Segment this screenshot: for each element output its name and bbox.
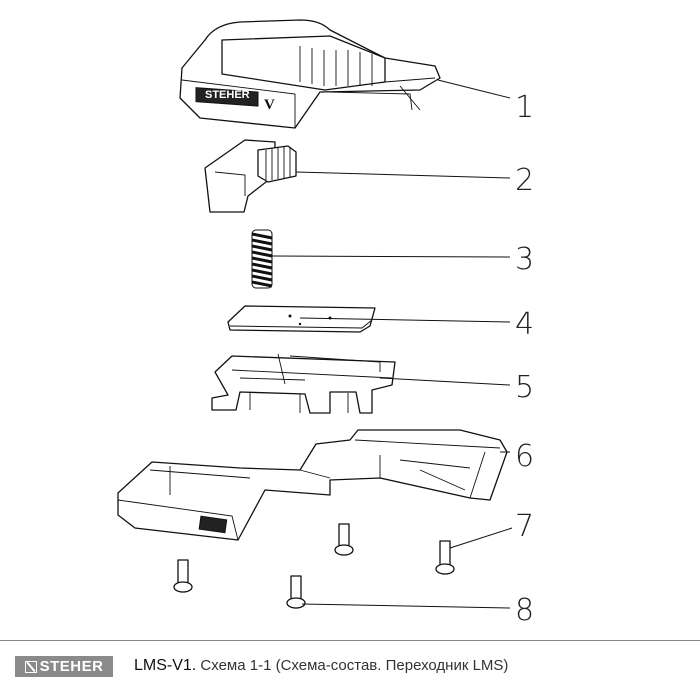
part-number-8: 8 [515,593,534,628]
screw [286,575,306,609]
part-number-2: 2 [515,163,534,198]
brand-name: STEHER [39,658,104,675]
caption-text: Схема 1-1 (Схема-состав. Переходник LMS) [196,657,509,674]
part-logo-text: STEHER [205,89,250,101]
part-5-frame [211,353,396,414]
footer-divider [0,640,700,641]
brand-logo: STEHER [15,656,113,677]
leader-lines [271,79,513,609]
screw [435,540,455,575]
part-number-4: 4 [515,307,534,342]
part-6-base [117,429,508,541]
part-number-6: 6 [515,439,534,474]
exploded-parts-diagram: STEHER V [117,19,534,628]
part-1-housing-top: STEHER V [179,19,441,129]
part-3-spring [251,229,273,289]
part-number-7: 7 [515,509,534,544]
screws [173,523,455,609]
part-2-latch [204,139,297,213]
part-number-5: 5 [515,370,534,405]
part-number-1: 1 [515,90,534,125]
screw [334,523,354,556]
screw [173,559,193,593]
part-number-3: 3 [515,242,534,277]
logo-mark-icon [24,660,37,673]
footer-caption: LMS-V1. Схема 1-1 (Схема-состав. Переход… [134,657,508,675]
part-numbers: 1 2 3 4 5 6 7 8 [515,90,534,628]
svg-text:V: V [264,97,275,113]
model-name: LMS-V1. [134,657,197,674]
